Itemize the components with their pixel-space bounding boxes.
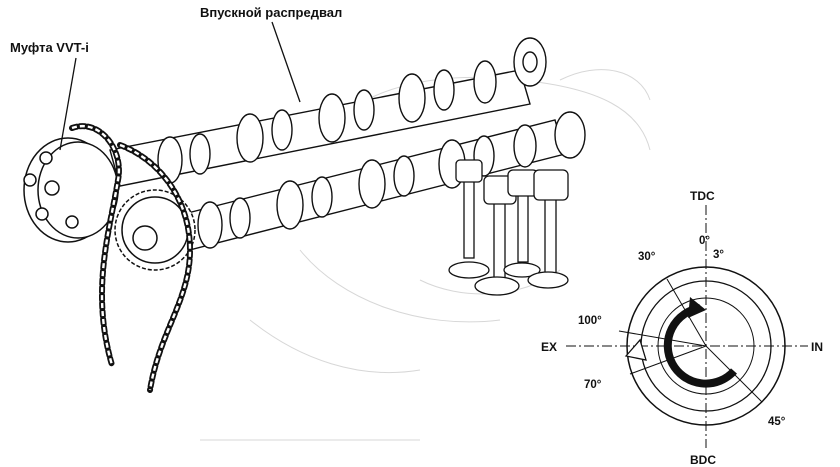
intake-camshaft-label: Впускной распредвал bbox=[200, 5, 342, 20]
exhaust-camshaft bbox=[159, 111, 586, 256]
vvt-coupling-leader bbox=[59, 57, 77, 151]
intake-cam-lobes bbox=[157, 60, 497, 184]
vvt-coupling-label: Муфта VVT-i bbox=[10, 40, 89, 55]
valve-3 bbox=[503, 169, 541, 278]
valves bbox=[448, 159, 569, 296]
angle-30-label: 30° bbox=[638, 251, 656, 263]
exhaust-sprocket bbox=[114, 189, 196, 271]
exhaust-arrow bbox=[624, 338, 647, 361]
angle-70-label: 70° bbox=[584, 379, 602, 391]
angle-3-label: 3° bbox=[713, 249, 724, 261]
callout-leaders bbox=[59, 21, 301, 151]
vvt-i-coupling bbox=[23, 137, 119, 243]
tdc-label: TDC bbox=[690, 189, 715, 203]
bdc-label: BDC bbox=[690, 453, 716, 467]
valve-4 bbox=[527, 169, 569, 289]
core-ring bbox=[657, 297, 755, 395]
angle-45-label: 45° bbox=[768, 416, 786, 428]
outer-ring bbox=[626, 266, 786, 426]
line-100 bbox=[618, 330, 707, 347]
in-label: IN bbox=[811, 340, 823, 354]
intake-arc bbox=[663, 304, 737, 388]
intake-camshaft bbox=[109, 37, 547, 187]
angle-0-label: 0° bbox=[699, 235, 710, 247]
intake-camshaft-leader bbox=[271, 21, 301, 103]
ex-label: EX bbox=[541, 340, 557, 354]
exhaust-cam-lobes bbox=[197, 111, 586, 249]
intake-arrow bbox=[688, 297, 706, 318]
valve-timing-diagram: TDC BDC EX IN 0° 3° 30° 100° 70° 45° bbox=[541, 189, 823, 467]
angle-100-label: 100° bbox=[578, 315, 602, 327]
valve-1 bbox=[448, 159, 490, 279]
